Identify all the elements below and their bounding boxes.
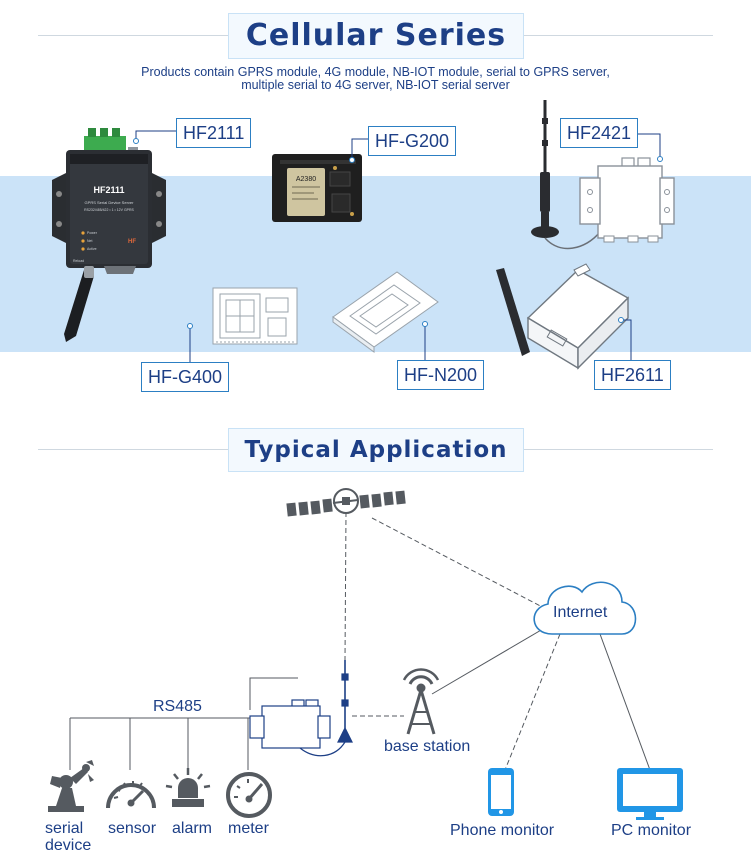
serial-device-label-line-2: device	[45, 837, 92, 854]
application-title: Typical Application	[228, 428, 524, 472]
hf2111-device-desc: GPRS Serial Device Server	[85, 200, 135, 205]
page-title: Cellular Series	[228, 13, 524, 59]
page-subtitle-line-2: multiple serial to 4G server, NB-IOT ser…	[241, 78, 510, 92]
hf-g200-module-image: A2380	[272, 154, 362, 222]
serial-device-label: serial device	[45, 820, 91, 854]
internet-cloud-icon	[533, 581, 637, 635]
hf2111-led-power: Power	[87, 231, 98, 235]
internet-label: Internet	[553, 604, 608, 621]
hf-g200-chip-label: A2380	[296, 176, 316, 183]
product-label-leaders	[133, 130, 663, 362]
page-subtitle-line-1: Products contain GPRS module, 4G module,…	[141, 65, 610, 79]
meter-icon	[226, 772, 272, 818]
product-label-hf2421: HF2421	[560, 118, 639, 148]
product-label-hf-g200: HF-G200	[368, 126, 457, 156]
meter-label: meter	[228, 820, 269, 837]
hf2111-led-active: Active	[87, 247, 97, 251]
hf2421-device-image	[531, 100, 675, 250]
hf2111-device-ports: RS232/485/422 • 1 • 12V GPRS	[84, 208, 134, 212]
rs485-label: RS485	[153, 698, 202, 715]
hf-n200-module-image	[332, 271, 439, 353]
hf2611-device-image	[496, 263, 630, 370]
base-station-label: base station	[384, 738, 471, 755]
sensor-label: sensor	[108, 820, 157, 837]
hf-g400-module-image	[212, 287, 298, 345]
robot-arm-icon	[48, 760, 94, 812]
product-label-hf2611: HF2611	[594, 360, 671, 390]
hf2111-brand: HF	[128, 239, 136, 245]
product-label-hf-n200: HF-N200	[397, 360, 485, 390]
gateway-device-icon	[249, 660, 353, 757]
siren-icon	[165, 768, 211, 807]
diagram-connections	[69, 511, 651, 771]
pc-monitor-icon	[617, 768, 683, 820]
gauge-icon	[106, 781, 156, 809]
product-label-hf2111: HF2111	[176, 118, 252, 148]
phone-icon	[488, 768, 514, 816]
base-station-icon	[402, 668, 440, 735]
hf2111-device-image: HF2111 GPRS Serial Device Server RS232/4…	[52, 128, 166, 342]
pc-monitor-label: PC monitor	[611, 822, 692, 839]
product-label-hf-g400: HF-G400	[141, 362, 230, 392]
hf2111-reload: Reload	[73, 259, 84, 263]
satellite-icon	[286, 488, 406, 517]
hf2111-led-net: Net	[87, 239, 92, 243]
hf2111-device-name: HF2111	[93, 185, 124, 195]
phone-monitor-label: Phone monitor	[450, 822, 555, 839]
alarm-label: alarm	[172, 820, 213, 837]
serial-device-label-line-1: serial	[45, 820, 84, 837]
